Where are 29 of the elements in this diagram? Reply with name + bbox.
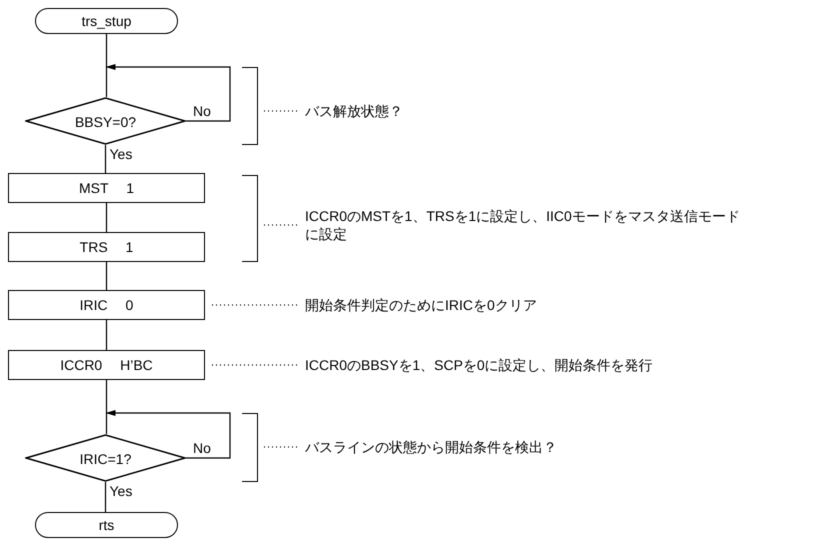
connector-line: [106, 380, 108, 434]
annotation-text: バス解放状態？: [305, 102, 605, 120]
connector-line: [106, 64, 231, 122]
edge-label: Yes: [108, 483, 134, 499]
connector-line: [104, 482, 106, 512]
connector-line: [106, 320, 108, 350]
edge-label: Yes: [108, 146, 134, 162]
terminal-box: trs_stup: [35, 8, 178, 34]
connector-line: [106, 262, 108, 290]
connector-line: [104, 145, 106, 173]
decision-diamond: BBSY=0?: [25, 97, 186, 145]
process-box: MST 1: [8, 173, 205, 203]
connector-line: [106, 203, 108, 232]
bracket: [242, 175, 258, 262]
annotation-text: バスラインの状態から開始条件を検出？: [305, 438, 705, 456]
connector-line: [106, 34, 108, 97]
edge-label: No: [192, 440, 212, 456]
bracket: [242, 67, 258, 145]
annotation-text: ICCR0のMSTを1、TRSを1に設定し、IIC0モードをマスタ送信モードに設定: [305, 207, 750, 243]
process-box: ICCR0 H’BC: [8, 350, 205, 380]
connector-line: [106, 410, 231, 459]
annotation-text: ICCR0のBBSYを1、SCPを0に設定し、開始条件を発行: [305, 356, 805, 374]
edge-label: No: [192, 103, 212, 119]
bracket: [242, 413, 258, 482]
process-box: TRS 1: [8, 232, 205, 262]
terminal-box: rts: [35, 512, 178, 538]
annotation-text: 開始条件判定のためにIRICを0クリア: [305, 296, 705, 314]
process-box: IRIC 0: [8, 290, 205, 320]
decision-diamond: IRIC=1?: [25, 434, 186, 482]
